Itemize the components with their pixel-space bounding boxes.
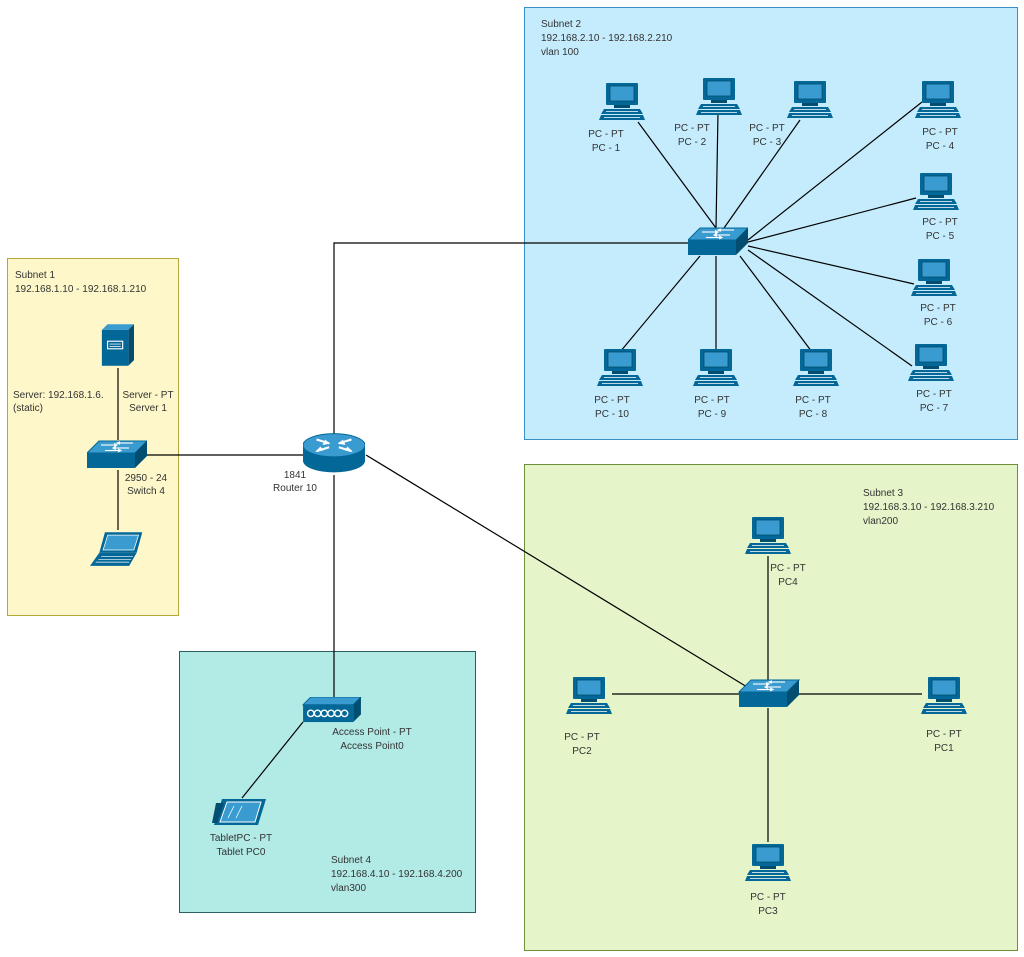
pc-name-label: PC - 7 — [920, 403, 949, 414]
subnet-2-name: Subnet 2 — [541, 19, 581, 30]
pc-name-label: PC1 — [934, 743, 954, 754]
switch-icon[interactable] — [738, 679, 800, 708]
subnet-4-vlan: vlan300 — [331, 883, 366, 894]
switch4-type-label: 2950 - 24 — [125, 473, 168, 484]
pc-type-label: PC - PT — [922, 217, 958, 228]
server-static-note: (static) — [13, 403, 43, 414]
server-icon[interactable] — [101, 324, 134, 366]
tablet-name-label: Tablet PC0 — [217, 847, 266, 858]
pc-name-label: PC - 8 — [799, 409, 828, 420]
link-router-switch2 — [333, 242, 688, 435]
link-ap-tablet — [241, 721, 304, 799]
pc-type-label: PC - PT — [694, 395, 730, 406]
router-type-label: 1841 — [284, 470, 307, 481]
pc-type-label: PC - PT — [795, 395, 831, 406]
pc-name-label: PC - 1 — [592, 143, 621, 154]
server-type-label: Server - PT — [122, 390, 173, 401]
pc-type-label: PC - PT — [916, 389, 952, 400]
subnet-3-label: Subnet 3 192.168.3.10 - 192.168.3.210 vl… — [863, 488, 995, 527]
pc-name-label: PC3 — [758, 906, 778, 917]
switch-icon[interactable] — [87, 440, 147, 469]
access-point-icon[interactable] — [302, 697, 362, 723]
subnet-1-area — [7, 258, 179, 616]
network-links — [117, 101, 923, 842]
pc-type-label: PC - PT — [922, 127, 958, 138]
server-ip-note: Server: 192.168.1.6. — [13, 390, 104, 401]
ap-type-label: Access Point - PT — [332, 727, 411, 738]
subnet-1-label: Subnet 1 192.168.1.10 - 192.168.1.210 — [15, 270, 147, 295]
pc-type-label: PC - PT — [926, 729, 962, 740]
subnet-3-range: 192.168.3.10 - 192.168.3.210 — [863, 502, 995, 513]
subnet-4-label: Subnet 4 192.168.4.10 - 192.168.4.200 vl… — [331, 855, 463, 894]
pc-name-label: PC - 5 — [926, 231, 955, 242]
pc-type-label: PC - PT — [749, 123, 785, 134]
link-router-switch3 — [365, 454, 753, 691]
subnet-1-range: 192.168.1.10 - 192.168.1.210 — [15, 284, 147, 295]
pc-type-label: PC - PT — [770, 563, 806, 574]
pc-name-label: PC - 10 — [595, 409, 629, 420]
subnet-1-name: Subnet 1 — [15, 270, 55, 281]
subnet-2-vlan: vlan 100 — [541, 47, 579, 58]
subnet-4-range: 192.168.4.10 - 192.168.4.200 — [331, 869, 463, 880]
subnet-4-area — [179, 651, 476, 913]
link-switch2-pc4 — [747, 101, 923, 241]
link-switch2-pc1 — [637, 121, 717, 229]
pc-type-label: PC - PT — [750, 892, 786, 903]
router-name-label: Router 10 — [273, 483, 317, 494]
subnet-2-range: 192.168.2.10 - 192.168.2.210 — [541, 33, 673, 44]
subnet-4-name: Subnet 4 — [331, 855, 371, 866]
link-switch2-pc3 — [723, 119, 801, 229]
pc-name-label: PC - 3 — [753, 137, 782, 148]
subnet-2-label: Subnet 2 192.168.2.10 - 192.168.2.210 vl… — [541, 19, 673, 58]
subnet-3-name: Subnet 3 — [863, 488, 903, 499]
pc-name-label: PC2 — [572, 746, 592, 757]
link-switch2-pc6 — [747, 245, 915, 285]
subnet-3-vlan: vlan200 — [863, 516, 898, 527]
pc-name-label: PC - 2 — [678, 137, 707, 148]
device-labels: Server - PT Server 1 2950 - 24 Switch 4 … — [122, 123, 961, 917]
server-name-label: Server 1 — [129, 403, 167, 414]
switch4-name-label: Switch 4 — [127, 486, 165, 497]
pc-type-label: PC - PT — [564, 732, 600, 743]
pc-type-label: PC - PT — [920, 303, 956, 314]
pc-type-label: PC - PT — [674, 123, 710, 134]
switch-icon[interactable] — [688, 227, 748, 256]
pc-name-label: PC4 — [778, 577, 798, 588]
pc-name-label: PC - 6 — [924, 317, 953, 328]
pc-name-label: PC - 9 — [698, 409, 727, 420]
pc-type-label: PC - PT — [588, 129, 624, 140]
tablet-type-label: TabletPC - PT — [210, 833, 272, 844]
pc-type-label: PC - PT — [594, 395, 630, 406]
router-icon[interactable] — [303, 433, 365, 474]
link-switch2-pc7 — [747, 249, 913, 367]
pc-name-label: PC - 4 — [926, 141, 955, 152]
server-note: Server: 192.168.1.6. (static) — [13, 390, 104, 414]
ap-name-label: Access Point0 — [340, 741, 404, 752]
link-switch2-pc10 — [619, 255, 701, 353]
link-switch2-pc2 — [715, 111, 719, 229]
link-switch2-pc8 — [739, 255, 813, 353]
link-switch2-pc5 — [747, 197, 917, 243]
